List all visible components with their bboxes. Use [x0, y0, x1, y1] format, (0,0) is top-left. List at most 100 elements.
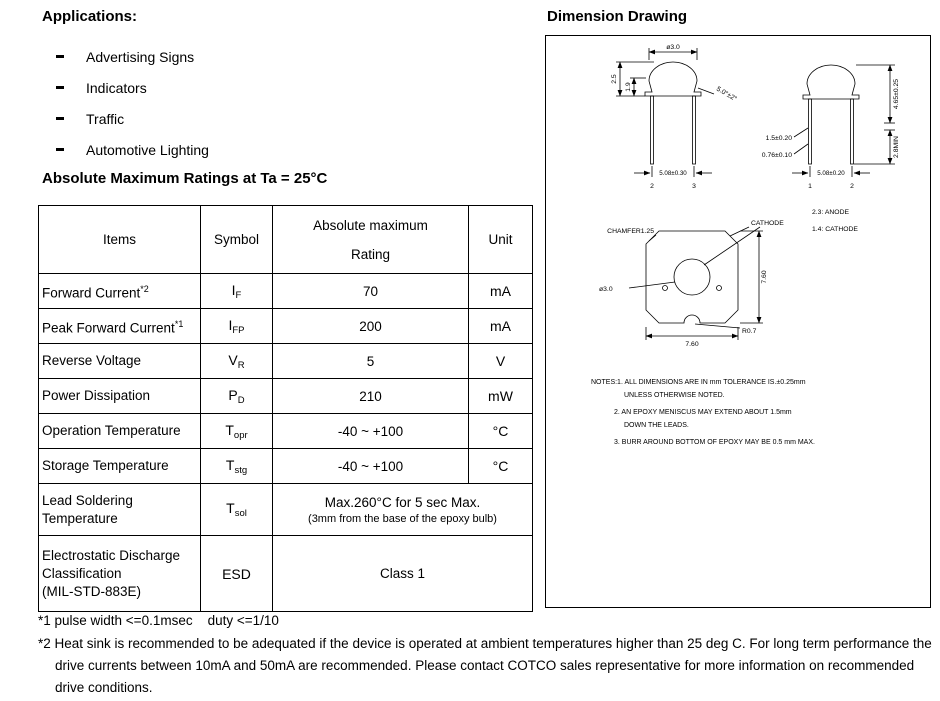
item-cell: Power Dissipation: [38, 378, 201, 414]
symbol-cell: Topr: [200, 413, 273, 449]
ratings-title: Absolute Maximum Ratings at Ta = 25°C: [42, 170, 328, 187]
table-row: Electrostatic Discharge Classification (…: [38, 535, 533, 612]
symbol-cell: IFP: [200, 308, 273, 344]
dim-label: 2.5: [611, 74, 618, 84]
list-item: Traffic: [42, 103, 502, 134]
bullet-dash-icon: [56, 55, 64, 58]
dim-label: 5.08±0.20: [817, 170, 845, 177]
symbol-base: T: [225, 421, 234, 438]
dim-label: R0.7: [742, 328, 757, 335]
rating-line1: Max.260°C for 5 sec Max.: [324, 494, 481, 510]
item-cell: Peak Forward Current*1: [38, 308, 201, 344]
anode-legend: 2.3: ANODE: [812, 209, 849, 216]
table-row: Storage Temperature Tstg -40 ~ +100 °C: [38, 448, 533, 484]
symbol-subscript: D: [237, 394, 245, 406]
bullet-dash-icon: [56, 117, 64, 120]
note-line: 3. BURR AROUND BOTTOM OF EPOXY MAY BE 0.…: [614, 439, 815, 446]
unit-cell: mW: [468, 378, 533, 414]
table-header-row: Items Symbol Absolute maximum Rating Uni…: [38, 205, 533, 274]
footnote-1: *1 pulse width <=0.1msec duty <=1/10: [38, 613, 279, 628]
dim-label: ø3.0: [599, 286, 613, 293]
symbol-base: T: [225, 456, 235, 473]
unit-cell: V: [468, 343, 533, 379]
rating-cell: 200: [272, 308, 469, 344]
note-line: NOTES:1. ALL DIMENSIONS ARE IN mm TOLERA…: [591, 379, 806, 386]
rating-cell: 5: [272, 343, 469, 379]
note-line: UNLESS OTHERWISE NOTED.: [624, 392, 725, 399]
dim-label: 2.8MIN: [893, 136, 900, 158]
note-line: DOWN THE LEADS.: [624, 422, 689, 429]
front-view-labels: ø3.0 1.9 2.5 5.0°±2° 5.08±0.30 2 3: [611, 44, 739, 190]
dimension-drawing-svg: ø3.0 1.9 2.5 5.0°±2° 5.08±0.30 2 3: [591, 44, 900, 446]
symbol-cell: Tstg: [200, 448, 273, 484]
symbol-cell: PD: [200, 378, 273, 414]
applications-list: Advertising Signs Indicators Traffic Aut…: [42, 41, 502, 165]
applications-section: Applications: Advertising Signs Indicato…: [42, 8, 502, 165]
application-label: Automotive Lighting: [86, 141, 209, 158]
item-cell: Storage Temperature: [38, 448, 201, 484]
item-label: Temperature: [42, 510, 118, 526]
table-row: Reverse Voltage VR 5 V: [38, 343, 533, 379]
dim-label: 7.60: [685, 341, 698, 348]
symbol-cell: Tsol: [200, 483, 273, 536]
symbol-subscript: F: [235, 289, 242, 301]
col-header-items: Items: [38, 205, 201, 274]
footnotes: *1 pulse width <=0.1msec duty <=1/10 *2 …: [38, 610, 938, 699]
dim-label: 7.60: [761, 270, 768, 283]
symbol-base: P: [228, 386, 238, 403]
symbol-cell: IF: [200, 273, 273, 309]
application-label: Indicators: [86, 79, 147, 96]
dim-label: 1.9: [625, 82, 632, 92]
item-cell: Operation Temperature: [38, 413, 201, 449]
symbol-base: T: [226, 500, 235, 516]
table-row: Power Dissipation PD 210 mW: [38, 378, 533, 414]
col-header-symbol: Symbol: [200, 205, 273, 274]
bullet-dash-icon: [56, 86, 64, 89]
rating-cell: Class 1: [272, 535, 533, 612]
item-label: Peak Forward Current: [42, 320, 175, 336]
rating-cell: -40 ~ +100: [272, 413, 469, 449]
drawing-notes: NOTES:1. ALL DIMENSIONS ARE IN mm TOLERA…: [591, 379, 815, 446]
rating-cell: 70: [272, 273, 469, 309]
pin-number: 2: [650, 183, 654, 190]
item-label: Classification: [42, 565, 122, 581]
rating-cell: Max.260°C for 5 sec Max. (3mm from the b…: [272, 483, 533, 536]
pin-number: 3: [692, 183, 696, 190]
pin-number: 2: [850, 183, 854, 190]
symbol-base: V: [228, 351, 238, 368]
dim-label: ø3.0: [666, 44, 680, 51]
rating-line2: (3mm from the base of the epoxy bulb): [308, 512, 497, 525]
bullet-dash-icon: [56, 148, 64, 151]
note-line: 2. AN EPOXY MENISCUS MAY EXTEND ABOUT 1.…: [614, 409, 792, 416]
item-cell: Reverse Voltage: [38, 343, 201, 379]
symbol-subscript: sol: [234, 508, 247, 519]
dim-label: 5.08±0.30: [659, 170, 687, 177]
dim-label: 4.65±0.25: [893, 79, 900, 109]
table-row: Peak Forward Current*1 IFP 200 mA: [38, 308, 533, 344]
symbol-cell: VR: [200, 343, 273, 379]
cathode-label: CATHODE: [751, 220, 784, 227]
ratings-table: Items Symbol Absolute maximum Rating Uni…: [38, 205, 533, 612]
table-row: Operation Temperature Topr -40 ~ +100 °C: [38, 413, 533, 449]
item-cell: Electrostatic Discharge Classification (…: [38, 535, 201, 612]
item-cell: Forward Current*2: [38, 273, 201, 309]
dim-label: 1.5±0.20: [766, 135, 793, 142]
item-label: Forward Current: [42, 285, 141, 301]
dim-label: 5.0°±2°: [715, 85, 739, 103]
side-view-labels: 1.5±0.20 0.76±0.10 4.65±0.25 2.8MIN 5.08…: [762, 79, 900, 233]
rating-cell: 210: [272, 378, 469, 414]
side-view: [792, 64, 895, 177]
symbol-base: I: [228, 316, 233, 333]
footnote-2: *2 Heat sink is recommended to be adequa…: [38, 636, 932, 695]
list-item: Automotive Lighting: [42, 134, 502, 165]
unit-cell: °C: [468, 413, 533, 449]
symbol-cell: ESD: [200, 535, 273, 612]
application-label: Traffic: [86, 110, 125, 127]
top-view: [628, 226, 763, 340]
item-label: (MIL-STD-883E): [42, 583, 142, 599]
unit-cell: °C: [468, 448, 533, 484]
item-label: Electrostatic Discharge: [42, 547, 181, 563]
symbol-subscript: stg: [234, 464, 248, 476]
list-item: Advertising Signs: [42, 41, 502, 72]
unit-cell: mA: [468, 308, 533, 344]
